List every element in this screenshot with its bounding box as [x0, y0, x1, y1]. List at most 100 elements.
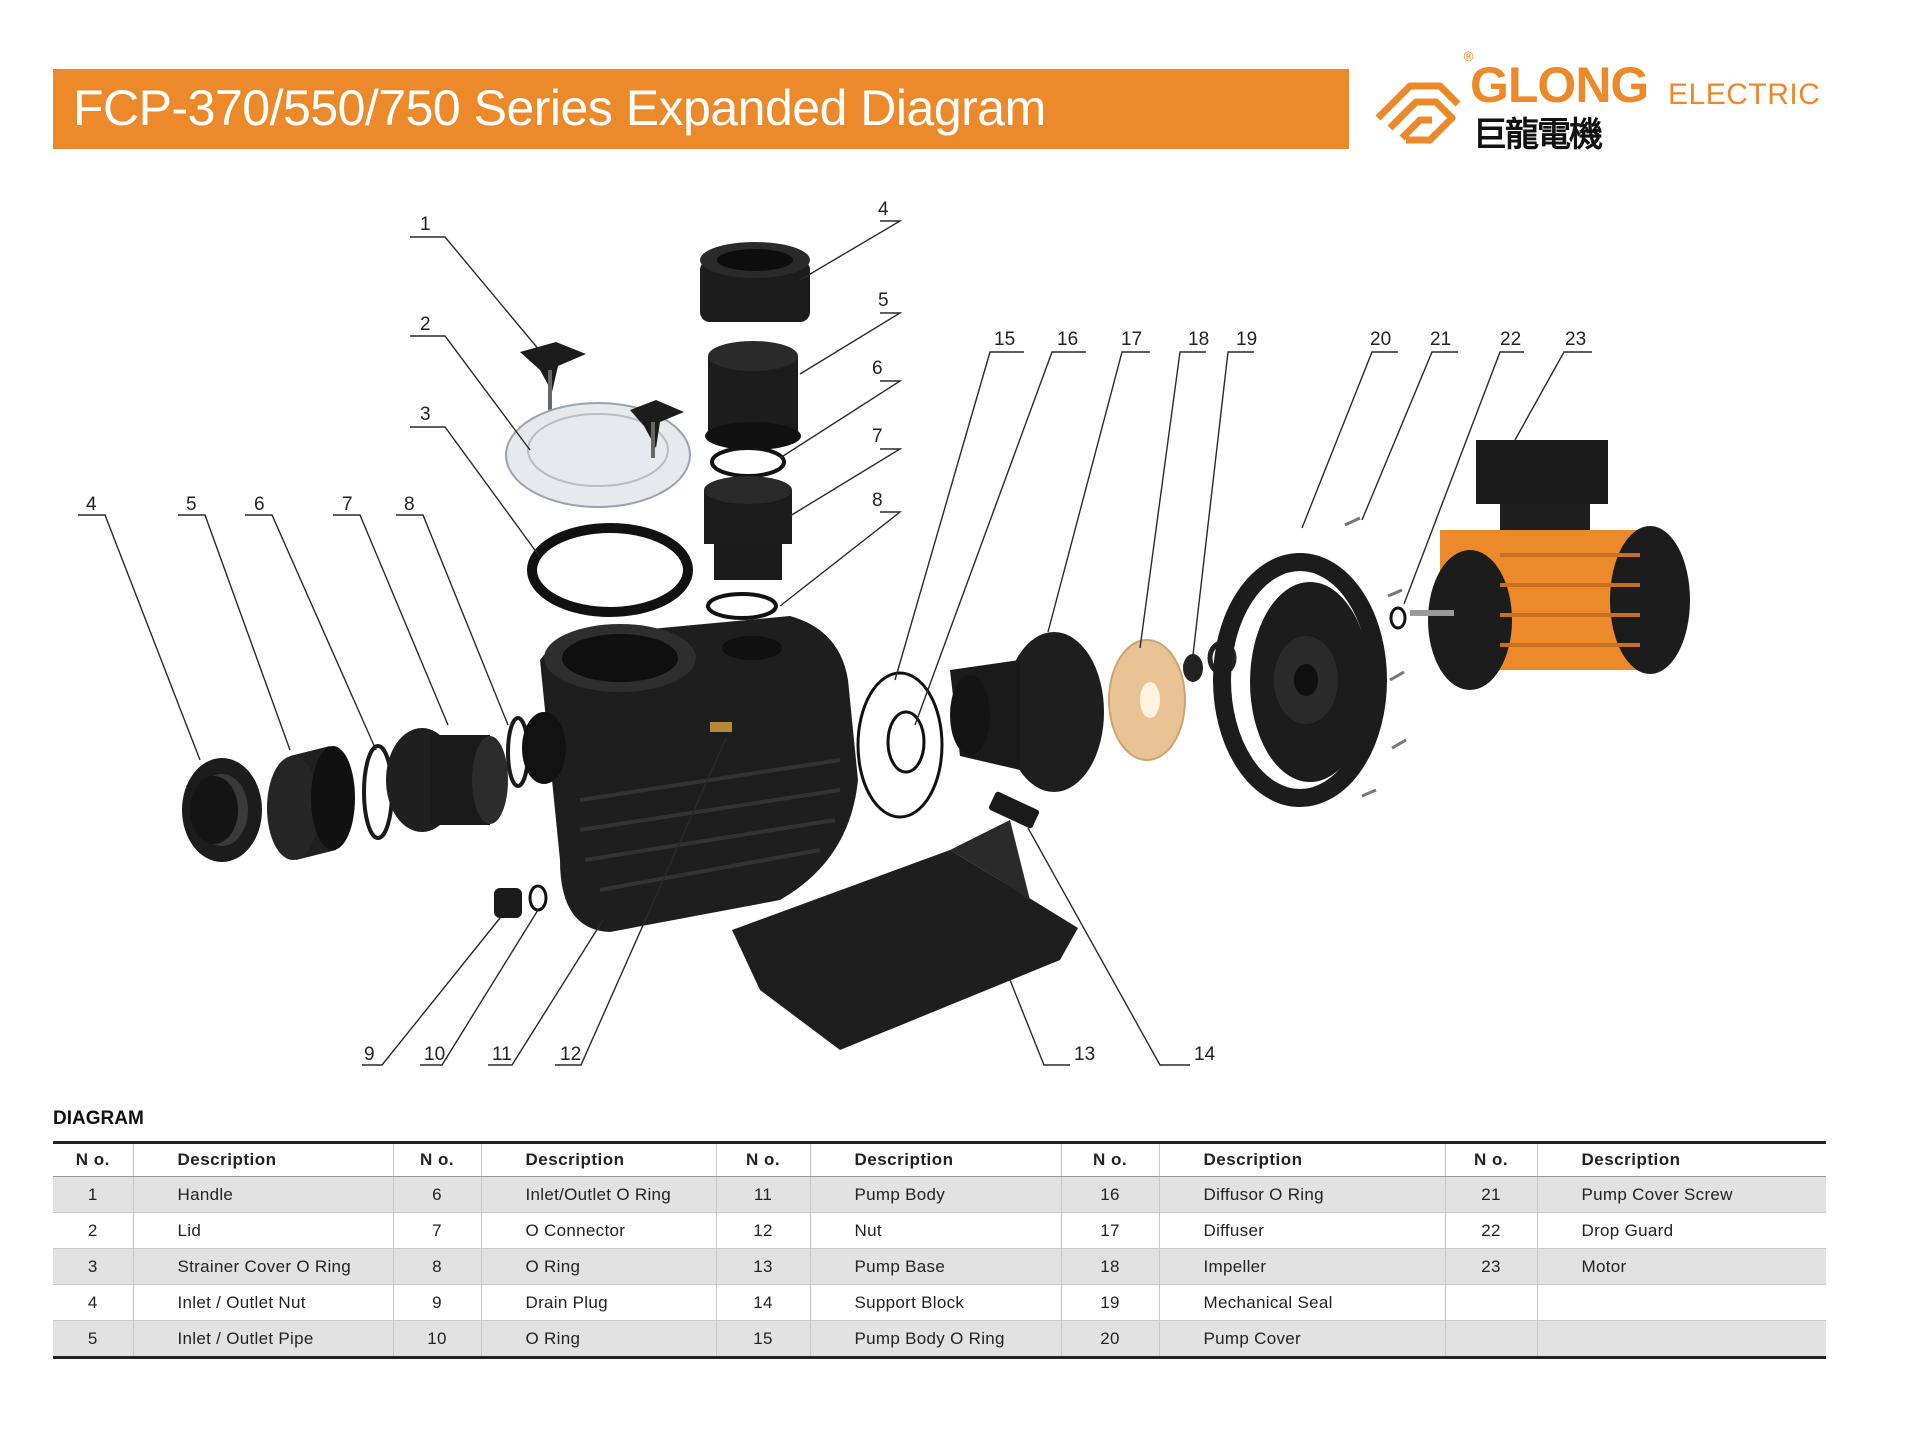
part-number: 11 — [715, 1176, 810, 1213]
part-number: 12 — [715, 1212, 810, 1249]
impeller-part — [1108, 639, 1186, 761]
part-number: 13 — [715, 1248, 810, 1285]
callout-13: 13 — [1074, 1044, 1095, 1065]
part-number: 10 — [392, 1320, 481, 1358]
part-description: Strainer Cover O Ring — [132, 1248, 393, 1285]
o-connector-part — [386, 728, 508, 832]
pump-body-o-ring-part — [856, 671, 944, 819]
part-description: O Connector — [480, 1212, 716, 1249]
part-number: 7 — [392, 1212, 481, 1249]
part-description: O Ring — [480, 1320, 716, 1358]
column-header-no: N o. — [53, 1142, 133, 1177]
table-heading: DIAGRAM — [53, 1108, 144, 1129]
exploded-diagram: 1 2 3 4 5 6 7 8 9 10 11 12 13 14 15 16 1… — [78, 199, 1690, 1066]
outlet-connector-part — [704, 476, 792, 580]
callout-15: 15 — [994, 329, 1015, 350]
part-description: O Ring — [480, 1248, 716, 1285]
pump-base-part — [732, 820, 1078, 1050]
callout-17: 17 — [1121, 329, 1142, 350]
part-description: Lid — [132, 1212, 393, 1249]
part-description: Diffusor O Ring — [1158, 1176, 1445, 1213]
part-description — [1536, 1320, 1826, 1358]
outlet-o-ring-part — [710, 446, 786, 478]
callout-10: 10 — [424, 1044, 445, 1065]
diffuser-part — [950, 632, 1104, 792]
strainer-o-ring-part — [527, 523, 693, 617]
table-row: 2 Lid 7 O Connector 12 Nut 17 Diffuser 2… — [53, 1212, 1826, 1249]
part-description: Inlet / Outlet Pipe — [132, 1320, 393, 1358]
column-header-description: Description — [480, 1142, 716, 1177]
part-number: 2 — [53, 1212, 133, 1249]
column-header-description: Description — [1536, 1142, 1826, 1177]
part-description: Pump Body O Ring — [809, 1320, 1061, 1358]
brand-chinese-name: 巨龍電機 — [1473, 115, 1603, 155]
brand-wordmark-text: GLONG — [1470, 57, 1648, 113]
table-row: 4 Inlet / Outlet Nut 9 Drain Plug 14 Sup… — [53, 1284, 1826, 1321]
callout-9: 9 — [364, 1044, 375, 1065]
part-number: 16 — [1060, 1176, 1159, 1213]
column-header-description: Description — [1158, 1142, 1445, 1177]
callout-18: 18 — [1188, 329, 1209, 350]
part-number: 23 — [1444, 1248, 1537, 1285]
part-number: 3 — [53, 1248, 133, 1285]
table-header-row: N o. Description N o. Description N o. D… — [53, 1142, 1826, 1177]
part-description: Motor — [1536, 1248, 1826, 1285]
pump-parts-illustration — [182, 242, 1690, 1050]
part-number: 4 — [53, 1284, 133, 1321]
part-number: 19 — [1060, 1284, 1159, 1321]
lid-part — [505, 400, 691, 508]
column-header-description: Description — [132, 1142, 393, 1177]
part-number — [1444, 1284, 1537, 1321]
inlet-pipe-part — [267, 746, 355, 860]
callout-3: 3 — [420, 404, 431, 425]
callout-4-left: 4 — [86, 494, 97, 515]
brand-wordmark: GLONG — [1470, 57, 1649, 113]
callout-21: 21 — [1430, 329, 1451, 350]
drop-guard-part — [1389, 606, 1407, 630]
callout-7: 7 — [872, 426, 883, 447]
callout-22: 22 — [1500, 329, 1521, 350]
callout-8-left: 8 — [404, 494, 415, 515]
part-description: Diffuser — [1158, 1212, 1445, 1249]
part-description: Drain Plug — [480, 1284, 716, 1321]
inlet-nut-part — [182, 758, 262, 862]
page-title: FCP-370/550/750 Series Expanded Diagram — [73, 80, 1046, 136]
part-description: Inlet / Outlet Nut — [132, 1284, 393, 1321]
callout-8: 8 — [872, 490, 883, 511]
part-description: Nut — [809, 1212, 1061, 1249]
drain-o-ring-part — [528, 884, 548, 912]
callout-12: 12 — [560, 1044, 581, 1065]
part-description: Pump Cover — [1158, 1320, 1445, 1358]
part-number: 17 — [1060, 1212, 1159, 1249]
callout-5-left: 5 — [186, 494, 197, 515]
part-description: Impeller — [1158, 1248, 1445, 1285]
part-number: 6 — [392, 1176, 481, 1213]
table-row: 1 Handle 6 Inlet/Outlet O Ring 11 Pump B… — [53, 1176, 1826, 1213]
table-row: 5 Inlet / Outlet Pipe 10 O Ring 15 Pump … — [53, 1320, 1826, 1358]
title-bar: FCP-370/550/750 Series Expanded Diagram — [53, 69, 1349, 149]
outlet-nut-part — [700, 242, 810, 322]
callout-20: 20 — [1370, 329, 1391, 350]
part-description: Inlet/Outlet O Ring — [480, 1176, 716, 1213]
diffusor-o-ring-part — [886, 710, 926, 774]
callout-2: 2 — [420, 314, 431, 335]
callout-6-left: 6 — [254, 494, 265, 515]
pump-body-part — [522, 616, 858, 932]
brand-suffix: ELECTRIC — [1668, 78, 1821, 111]
part-number: 14 — [715, 1284, 810, 1321]
support-block-part — [989, 791, 1039, 829]
drain-plug-part — [494, 888, 522, 918]
column-header-no: N o. — [392, 1142, 481, 1177]
callout-6: 6 — [872, 358, 883, 379]
part-number: 22 — [1444, 1212, 1537, 1249]
callout-23: 23 — [1565, 329, 1586, 350]
column-header-description: Description — [809, 1142, 1061, 1177]
handle-part — [520, 342, 586, 410]
part-description: Pump Body — [809, 1176, 1061, 1213]
brand-logo: ® GLONG ELECTRIC 巨龍電機 — [1370, 50, 1820, 160]
callout-4: 4 — [878, 199, 889, 220]
callout-14: 14 — [1194, 1044, 1216, 1065]
part-number: 21 — [1444, 1176, 1537, 1213]
registered-mark: ® — [1462, 50, 1475, 65]
leader-lines — [78, 220, 1592, 1066]
